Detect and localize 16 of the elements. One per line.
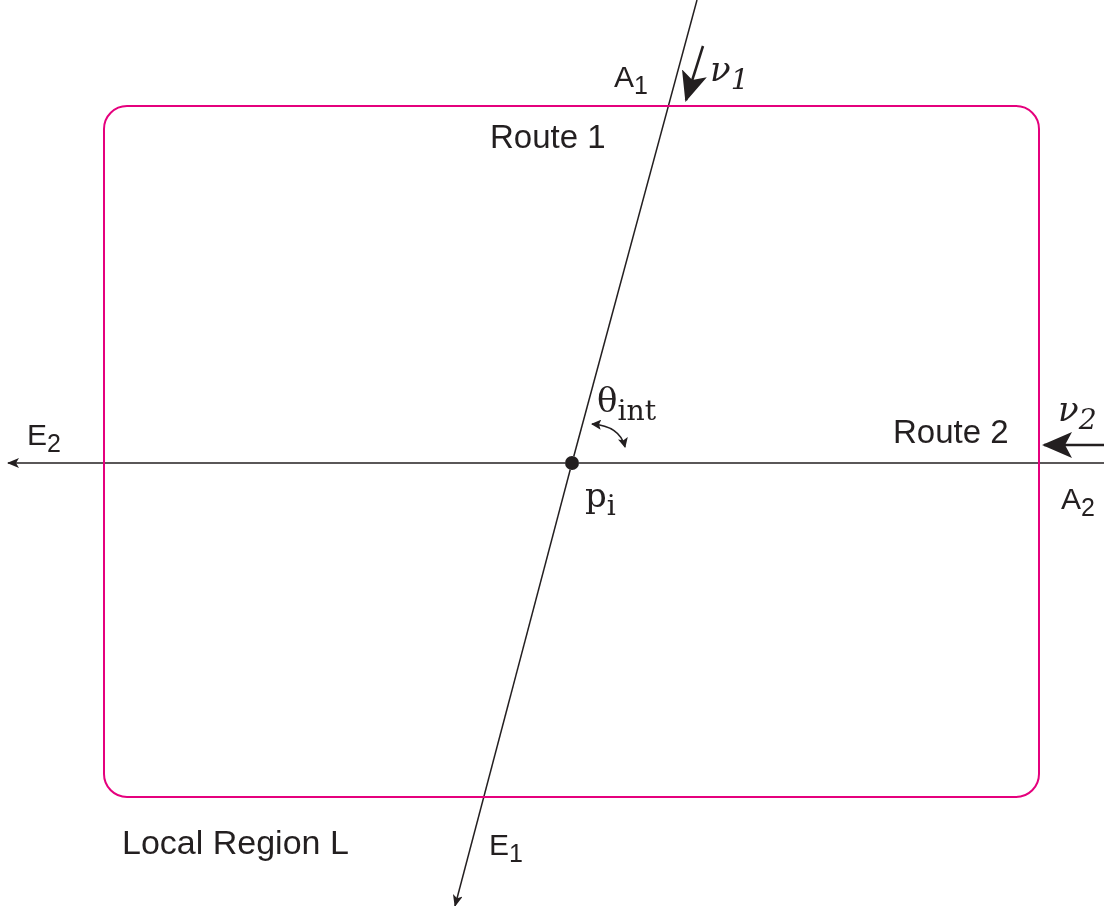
route-line	[7, 458, 566, 468]
angle-label: θ$_{int}$	[597, 383, 657, 426]
velocity-label: ν$_{2}$	[1058, 392, 1097, 435]
endpoint-label: E$_{2}$	[27, 420, 61, 456]
velocity-label: ν$_{1}$	[710, 52, 749, 95]
point-label: A$_{1}$	[614, 62, 648, 98]
route-line	[578, 462, 1104, 464]
region-label: Local Region L	[122, 825, 349, 859]
route-line	[573, 0, 698, 457]
route-line	[452, 469, 571, 906]
endpoint-label: E$_{1}$	[489, 830, 523, 866]
edge-label: Route 1	[490, 120, 606, 153]
edge-label: Route 2	[893, 415, 1009, 448]
intersection-dot	[565, 456, 579, 470]
point-label: p$_{i}$	[585, 478, 616, 521]
point-label: A$_{2}$	[1061, 484, 1095, 520]
